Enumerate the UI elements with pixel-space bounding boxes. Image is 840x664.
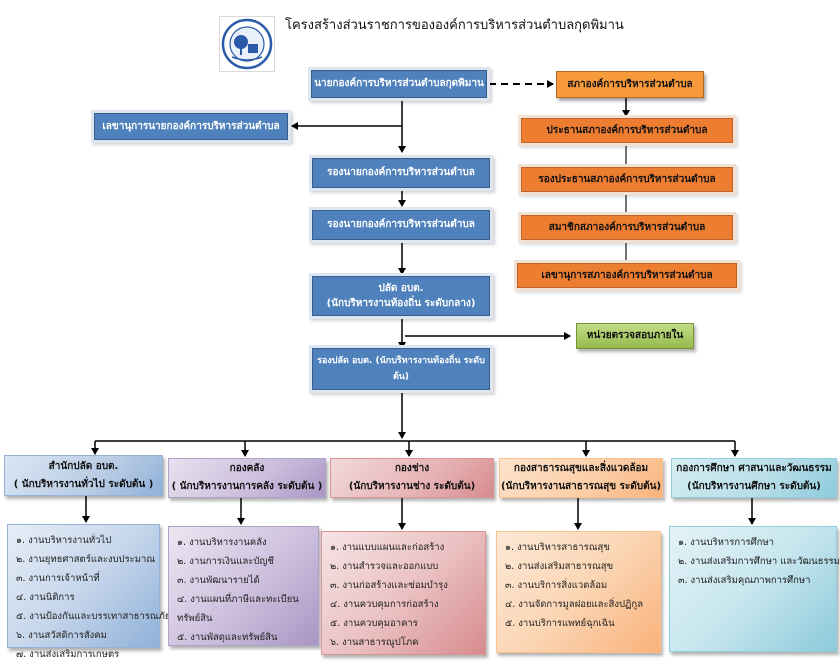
task-list-engineering: ๑. งานแบบแผนและก่อสร้าง ๒. งานสำรวจและออ… (321, 531, 486, 655)
task-item: ๑. งานบริหารการศึกษา (678, 537, 774, 548)
deputy-mayor-2-box: รองนายกองค์การบริหารส่วนตำบล (312, 210, 490, 240)
department-name: กองช่าง (394, 463, 430, 474)
task-item: ๖. งานสวัสดิการสังคม (16, 630, 107, 641)
task-item: ๒. งานการเงินและบัญชี (177, 556, 274, 567)
task-item: ทรัพย์สิน (177, 613, 213, 624)
deputy-mayor-1-box: รองนายกองค์การบริหารส่วนตำบล (312, 158, 490, 188)
council-secretary-box: เลขานุการสภาองค์การบริหารส่วนตำบล (517, 263, 737, 288)
task-item: ๑. งานแบบแผนและก่อสร้าง (330, 542, 445, 553)
task-list-finance: ๑. งานบริหารงานคลัง ๒. งานการเงินและบัญช… (168, 526, 319, 646)
task-item: ๔. งานจัดการมูลฝอยและสิ่งปฏิกูล (505, 599, 644, 610)
task-item: ๔. งานแผนที่ภาษีและทะเบียน (177, 594, 299, 605)
task-item: ๖. งานสาธารณูปโภค (330, 637, 419, 648)
task-item: ๑. งานบริหารงานทั่วไป (16, 535, 112, 546)
task-item: ๒. งานสำรวจและออกแบบ (330, 561, 439, 572)
organization-logo (219, 16, 275, 72)
department-head: (นักบริหารงานสาธารณสุข ระดับต้น) (500, 481, 662, 492)
council-chairman-box: ประธานสภาองค์การบริหารส่วนตำบล (521, 118, 733, 143)
council-members-box: สมาชิกสภาองค์การบริหารส่วนตำบล (521, 215, 733, 240)
council-box: สภาองค์การบริหารส่วนตำบล (556, 71, 704, 98)
department-head: (นักบริหารงานศึกษา ระดับต้น) (687, 481, 821, 492)
department-name: สำนักปลัด อบต. (48, 460, 119, 472)
internal-audit-box: หน่วยตรวจสอบภายใน (576, 323, 694, 349)
department-name: กองการศึกษา ศาสนาและวัฒนธรรม (676, 463, 832, 474)
task-item: ๑. งานบริหารงานคลัง (177, 537, 267, 548)
seal-icon (221, 18, 273, 70)
mayor-secretary-box: เลขานุการนายกองค์การบริหารส่วนตำบล (94, 113, 288, 140)
task-list-public-health: ๑. งานบริหารสาธารณสุข ๒. งานส่งเสริมสาธา… (496, 531, 661, 653)
task-item: ๒. งานยุทธศาสตร์และงบประมาณ (16, 554, 156, 565)
task-item: ๗. งานส่งเสริมการเกษตร (16, 649, 120, 660)
task-item: ๒. งานส่งเสริมสาธารณสุข (505, 561, 614, 572)
task-item: ๕. งานพัสดุและทรัพย์สิน (177, 632, 278, 643)
task-item: ๕. งานควบคุมอาคาร (330, 618, 418, 629)
council-vice-chairman-box: รองประธานสภาองค์การบริหารส่วนตำบล (521, 167, 733, 192)
department-finance: กองคลัง ( นักบริหารงานการคลัง ระดับต้น ) (168, 458, 326, 498)
deputy-chief-administrator-box: รองปลัด อบต. (นักบริหารงานท้องถิ่น ระดับ… (312, 348, 490, 390)
mayor-box: นายกองค์การบริหารส่วนตำบลกุดพิมาน (311, 70, 487, 98)
task-item: ๓. งานก่อสร้างและซ่อมบำรุง (330, 580, 448, 591)
department-name: กองสาธารณสุขและสิ่งแวดล้อม (513, 463, 649, 474)
task-item: ๔. งานนิติการ (16, 592, 75, 603)
task-item: ๔. งานควบคุมการก่อสร้าง (330, 599, 439, 610)
chief-administrator-title: ปลัด อบต. (378, 283, 424, 294)
task-item: ๓. งานบริการสิ่งแวดล้อม (505, 580, 608, 591)
task-list-office-of-chief: ๑. งานบริหารงานทั่วไป ๒. งานยุทธศาสตร์แล… (7, 524, 171, 660)
task-item: ๑. งานบริหารสาธารณสุข (505, 542, 610, 553)
department-head: (นักบริหารงานช่าง ระดับต้น) (348, 481, 476, 492)
task-item: ๕. งานป้องกันและบรรเทาสาธารณภัย (16, 611, 171, 622)
task-item: ๒. งานส่งเสริมการศึกษา และวัฒนธรรม (678, 556, 840, 567)
chief-administrator-level: (นักบริหารงานท้องถิ่น ระดับกลาง) (326, 298, 476, 309)
department-head: ( นักบริหารงานการคลัง ระดับต้น ) (171, 481, 323, 492)
task-item: ๕. งานบริการแพทย์ฉุกเฉิน (505, 618, 615, 629)
task-item: ๓. งานส่งเสริมคุณภาพการศึกษา (678, 575, 811, 586)
department-public-health: กองสาธารณสุขและสิ่งแวดล้อม (นักบริหารงาน… (499, 458, 663, 498)
task-list-education: ๑. งานบริหารการศึกษา ๒. งานส่งเสริมการศึ… (669, 526, 840, 652)
department-engineering: กองช่าง (นักบริหารงานช่าง ระดับต้น) (330, 458, 494, 498)
department-office-of-chief: สำนักปลัด อบต. ( นักบริหารงานทั่วไป ระดั… (4, 455, 163, 496)
department-education: กองการศึกษา ศาสนาและวัฒนธรรม (นักบริหารง… (671, 458, 837, 498)
chief-administrator-box: ปลัด อบต. (นักบริหารงานท้องถิ่น ระดับกลา… (312, 276, 490, 316)
task-item: ๓. งานพัฒนารายได้ (177, 575, 260, 586)
department-head: ( นักบริหารงานทั่วไป ระดับต้น ) (13, 478, 154, 490)
page-title: โครงสร้างส่วนราชการขององค์การบริหารส่วนต… (285, 18, 624, 33)
department-name: กองคลัง (229, 463, 265, 474)
task-item: ๓. งานการเจ้าหน้าที่ (16, 573, 100, 584)
